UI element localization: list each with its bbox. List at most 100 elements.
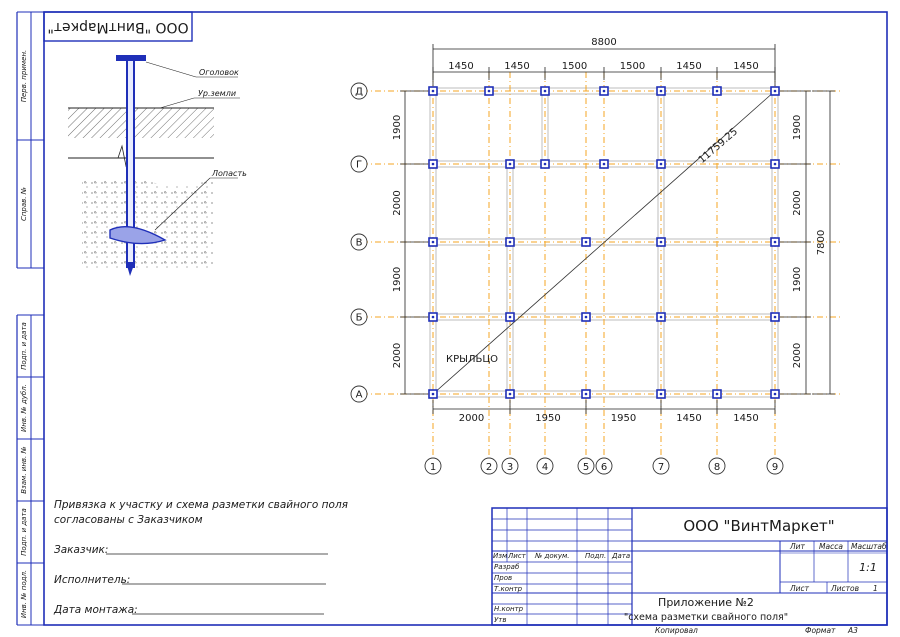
column-axis-marker <box>766 457 784 475</box>
agreement-line2: согласованы с Заказчиком <box>54 514 203 526</box>
header-change: Изм <box>493 552 508 560</box>
column-axis-marker <box>652 457 670 475</box>
left-margin-strip <box>16 11 44 626</box>
column-axis-marker <box>595 457 613 475</box>
right-dimension: 2000 <box>792 343 803 368</box>
bottom-dimension: 1450 <box>676 413 701 424</box>
left-dimension: 1900 <box>392 267 403 292</box>
copied-label: Копировал <box>655 626 698 635</box>
column-axis-label: 6 <box>601 462 607 473</box>
diagonal-dimension: 11759.25 <box>697 126 740 166</box>
label-blade: Лопасть <box>211 169 247 178</box>
row-axis-marker <box>350 233 368 251</box>
label-ground-level: Ур.земли <box>198 89 236 98</box>
pile-blade <box>109 226 167 245</box>
doc-title-line1: Приложение №2 <box>658 596 754 609</box>
porch-label: КРЫЛЬЦО <box>446 354 498 365</box>
column-axis-label: 1 <box>430 462 436 473</box>
row-axis-label: Д <box>355 87 363 98</box>
row-axis-label: А <box>356 390 363 401</box>
bottom-dimension: 1950 <box>611 413 636 424</box>
bottom-dimension: 1950 <box>535 413 560 424</box>
right-dimension: 1900 <box>792 115 803 140</box>
top-dimension: 1450 <box>504 61 529 72</box>
side-label: Взам. инв. № <box>20 446 28 494</box>
pile-cap <box>116 55 146 61</box>
left-dimension: 2000 <box>392 190 403 215</box>
role-tech-control: Т.контр <box>494 585 523 593</box>
ground-hatch <box>68 108 214 138</box>
sheets-value: 1 <box>873 584 878 593</box>
column-axis-label: 3 <box>507 462 513 473</box>
scale-value: 1:1 <box>859 561 877 574</box>
lit-label: Лит <box>789 542 806 551</box>
column-axis-label: 5 <box>583 462 589 473</box>
left-dimension: 2000 <box>392 343 403 368</box>
sheets-label: Листов <box>830 584 859 593</box>
left-dimension: 1900 <box>392 115 403 140</box>
role-developer: Разраб <box>494 563 520 571</box>
role-checker: Пров <box>494 574 512 582</box>
column-axis-marker <box>536 457 554 475</box>
overall-depth: 7800 <box>816 230 827 255</box>
column-axis-marker <box>480 457 498 475</box>
role-approved: Утв <box>494 616 506 624</box>
side-label: Справ. № <box>20 187 28 221</box>
side-label: Инв. № дубл. <box>20 384 28 432</box>
side-label: Подп. и дата <box>20 508 28 556</box>
company-stamp-box <box>43 11 193 42</box>
row-axis-label: Г <box>356 160 362 171</box>
scale-label: Масштаб <box>851 542 887 551</box>
column-axis-label: 4 <box>542 462 548 473</box>
mass-label: Масса <box>819 542 843 551</box>
side-label: Подп. и дата <box>20 322 28 370</box>
customer-label: Заказчик: <box>54 544 108 556</box>
side-label: Перв. примен. <box>20 50 28 103</box>
top-dimension: 1450 <box>448 61 473 72</box>
header-doc-no: № докум. <box>534 552 570 560</box>
format-value: А3 <box>847 626 858 635</box>
title-block-company: ООО "ВинтМаркет" <box>683 517 834 535</box>
agreement-line1: Привязка к участку и схема разметки свай… <box>54 499 348 511</box>
format-label: Формат <box>805 626 836 635</box>
header-sheet: Лист <box>507 552 527 560</box>
doc-title-line2: "схема разметки свайного поля" <box>624 612 788 623</box>
outer-frame <box>43 11 888 626</box>
column-axis-marker <box>424 457 442 475</box>
overall-width: 8800 <box>591 37 616 48</box>
row-axis-label: Б <box>356 313 363 324</box>
row-axis-marker <box>350 155 368 173</box>
right-dimension: 1900 <box>792 267 803 292</box>
column-axis-label: 9 <box>772 462 778 473</box>
bottom-dimension: 2000 <box>459 413 484 424</box>
top-dimension: 1500 <box>620 61 645 72</box>
bottom-dimension: 1450 <box>733 413 758 424</box>
column-axis-label: 8 <box>714 462 720 473</box>
title-block: ООО "ВинтМаркет" Изм Лист № докум. Подп.… <box>491 507 888 635</box>
install-date-label: Дата монтажа: <box>53 604 138 616</box>
row-axis-marker <box>350 308 368 326</box>
column-axis-label: 2 <box>486 462 492 473</box>
column-axis-label: 7 <box>658 462 664 473</box>
row-axis-label: В <box>356 238 363 249</box>
top-dimension: 1500 <box>562 61 587 72</box>
contractor-label: Исполнитель: <box>54 574 130 586</box>
pile-detail: Оголовок Ур.земли Лопасть <box>68 55 247 276</box>
company-stamp: ООО "ВинтМаркет" <box>47 19 188 35</box>
row-axis-marker <box>350 82 368 100</box>
top-dimension: 1450 <box>676 61 701 72</box>
side-label: Инв. № подл. <box>20 570 28 618</box>
row-axis-marker <box>350 385 368 403</box>
column-axis-marker <box>708 457 726 475</box>
sheet-label: Лист <box>789 584 810 593</box>
top-dimension: 1450 <box>733 61 758 72</box>
column-axis-marker <box>577 457 595 475</box>
column-axis-marker <box>501 457 519 475</box>
right-dimension: 2000 <box>792 190 803 215</box>
role-norm-control: Н.контр <box>494 605 524 613</box>
agreement-block: Привязка к участку и схема разметки свай… <box>53 499 348 616</box>
header-date: Дата <box>611 552 630 560</box>
